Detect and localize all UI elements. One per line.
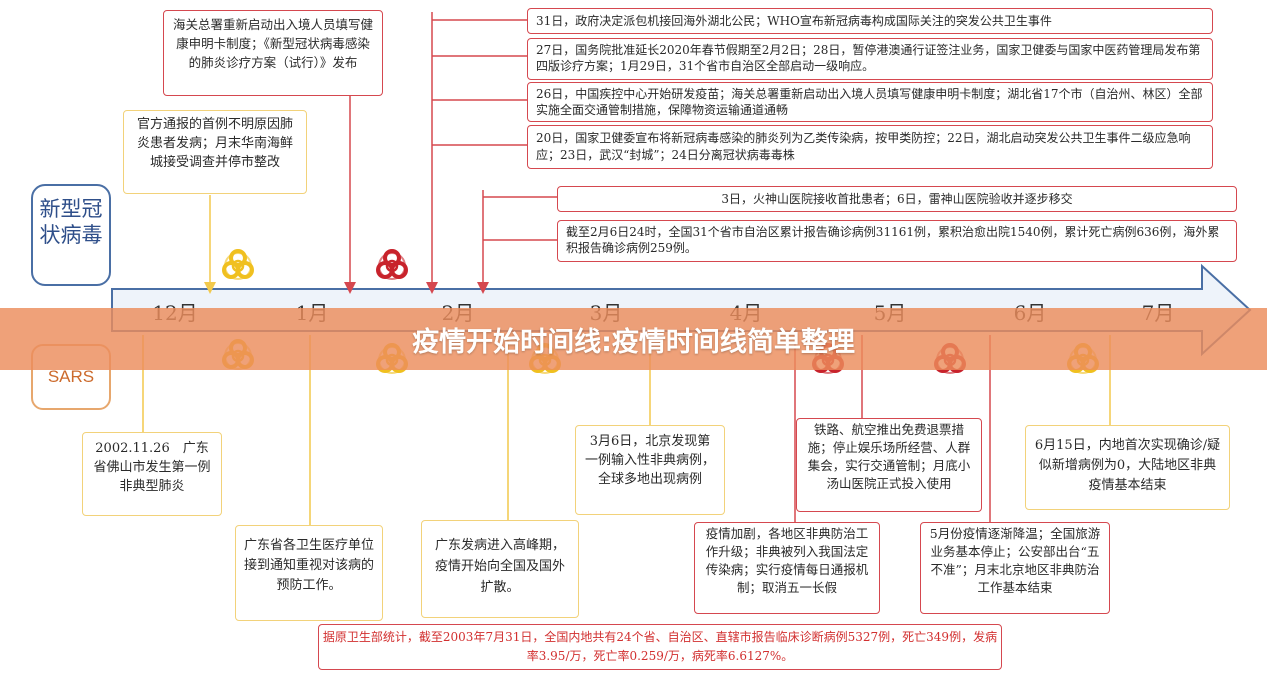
biohazard-icon — [376, 249, 408, 281]
sars-first-case: 2002.11.26 广东省佛山市发生第一例非典型肺炎 — [82, 432, 222, 516]
sars-rail: 铁路、航空推出免费退票措施；停止娱乐场所经营、人群集会，实行交通管制；月底小汤山… — [796, 418, 982, 512]
event-feb3: 3日，火神山医院接收首批患者；6日，雷神山医院验收并逐步移交 — [557, 186, 1237, 212]
sars-april: 疫情加剧，各地区非典防治工作升级；非典被列入我国法定传染病；实行疫情每日通报机制… — [694, 522, 880, 614]
title-banner: 疫情开始时间线:疫情时间线简单整理 — [0, 308, 1267, 370]
biohazard-icon — [222, 249, 254, 281]
event-27: 27日，国务院批准延长2020年春节假期至2月2日；28日，暂停港澳通行证签注业… — [527, 38, 1213, 80]
sars-june: 6月15日，内地首次实现确诊/疑似新增病例为0，大陆地区非典疫情基本结束 — [1025, 425, 1230, 510]
sars-beijing: 3月6日，北京发现第一例输入性非典病例，全球多地出现病例 — [575, 425, 725, 515]
event-20: 20日，国家卫健委宣布将新冠病毒感染的肺炎列为乙类传染病，按甲类防控；22日，湖… — [527, 125, 1213, 169]
sars-guangdong-notice: 广东省各卫生医疗单位接到通知重视对该病的预防工作。 — [235, 525, 383, 621]
sars-peak: 广东发病进入高峰期，疫情开始向全国及国外扩散。 — [421, 520, 579, 618]
banner-title: 疫情开始时间线:疫情时间线简单整理 — [412, 326, 855, 358]
event-dec-notice: 官方通报的首例不明原因肺炎患者发病；月末华南海鲜城接受调查并停市整改 — [123, 110, 307, 194]
sars-may: 5月份疫情逐渐降温；全国旅游业务基本停止；公安部出台“五不准”；月末北京地区非典… — [920, 522, 1110, 614]
event-31: 31日，政府决定派包机接回海外湖北公民；WHO宣布新冠病毒构成国际关注的突发公共… — [527, 8, 1213, 34]
event-feb6: 截至2月6日24时，全国31个省市自治区累计报告确诊病例31161例，累积治愈出… — [557, 220, 1237, 262]
event-jan-customs: 海关总署重新启动出入境人员填写健康申明卡制度；《新型冠状病毒感染的肺炎诊疗方案（… — [163, 10, 383, 96]
sars-statistics-note: 据原卫生部统计，截至2003年7月31日，全国内地共有24个省、自治区、直辖市报… — [318, 624, 1002, 670]
covid-label: 新型冠状病毒 — [31, 184, 111, 286]
event-26: 26日，中国疾控中心开始研发疫苗；海关总署重新启动出入境人员填写健康申明卡制度；… — [527, 82, 1213, 122]
